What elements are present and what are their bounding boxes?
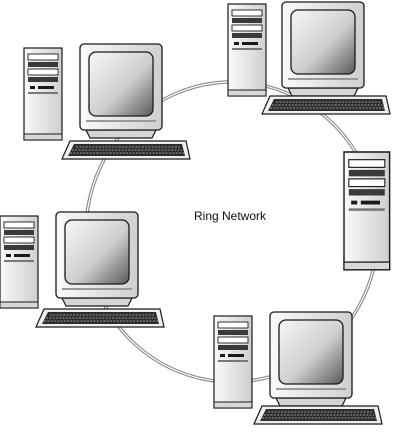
tower-node-3 xyxy=(343,151,391,271)
diagram-title: Ring Network xyxy=(194,209,267,223)
workstation-node-2 xyxy=(227,1,391,115)
workstation-node-4 xyxy=(0,211,165,328)
workstation-node-1 xyxy=(23,43,191,160)
workstation-node-5 xyxy=(213,311,383,425)
